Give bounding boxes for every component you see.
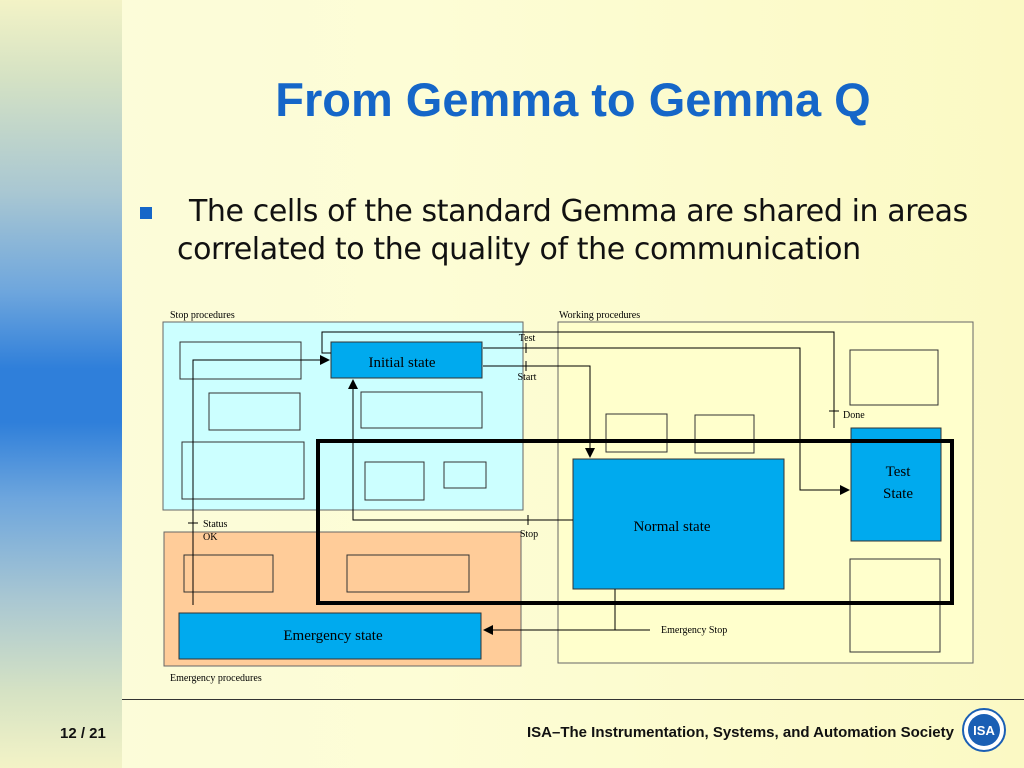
normal-state-label: Normal state bbox=[633, 519, 710, 535]
start-label: Start bbox=[518, 372, 537, 383]
test-state-label-line2: State bbox=[883, 486, 913, 502]
test-state-label-line1: Test bbox=[886, 464, 912, 480]
cell bbox=[849, 349, 939, 406]
cell bbox=[605, 413, 668, 453]
cell bbox=[694, 414, 755, 454]
normal-state-box bbox=[572, 458, 785, 590]
stop-label: Stop bbox=[520, 529, 538, 540]
stop-line bbox=[348, 379, 573, 521]
cell bbox=[346, 554, 470, 593]
status-ok-label-1: Status bbox=[203, 519, 228, 530]
footer-organization: ISA–The Instrumentation, Systems, and Au… bbox=[526, 724, 954, 741]
emergency-procedures-label: Emergency procedures bbox=[170, 673, 262, 684]
quality-area-border bbox=[316, 439, 954, 605]
done-label: Done bbox=[843, 410, 865, 421]
done-line bbox=[321, 331, 835, 428]
cell bbox=[208, 392, 301, 431]
emergency-state-box bbox=[178, 612, 482, 660]
cell bbox=[360, 391, 483, 429]
initial-state-box bbox=[330, 341, 483, 379]
cell bbox=[849, 558, 941, 653]
test-line bbox=[483, 347, 850, 495]
footer-divider bbox=[122, 699, 1024, 700]
page-number: 12 / 21 bbox=[60, 725, 106, 742]
start-line bbox=[483, 365, 595, 458]
cell bbox=[443, 461, 487, 489]
cell bbox=[364, 461, 425, 501]
emergency-state-label: Emergency state bbox=[283, 628, 383, 644]
initial-state-label: Initial state bbox=[368, 355, 435, 371]
bullet-marker bbox=[140, 207, 152, 219]
side-gradient-bar bbox=[0, 0, 122, 768]
cell bbox=[183, 554, 274, 593]
test-label: Test bbox=[519, 333, 536, 344]
bullet-text: The cells of the standard Gemma are shar… bbox=[177, 194, 968, 267]
logo-text: ISA bbox=[973, 723, 995, 738]
cell bbox=[181, 441, 305, 500]
emergency-stop-label: Emergency Stop bbox=[661, 625, 727, 636]
stop-procedures-label: Stop procedures bbox=[170, 310, 235, 321]
isa-logo-icon: ISA bbox=[962, 708, 1006, 752]
working-procedures-label: Working procedures bbox=[559, 310, 640, 321]
status-ok-label-2: OK bbox=[203, 532, 218, 543]
slide-title: From Gemma to Gemma Q bbox=[275, 73, 871, 126]
test-state-box bbox=[850, 427, 942, 542]
